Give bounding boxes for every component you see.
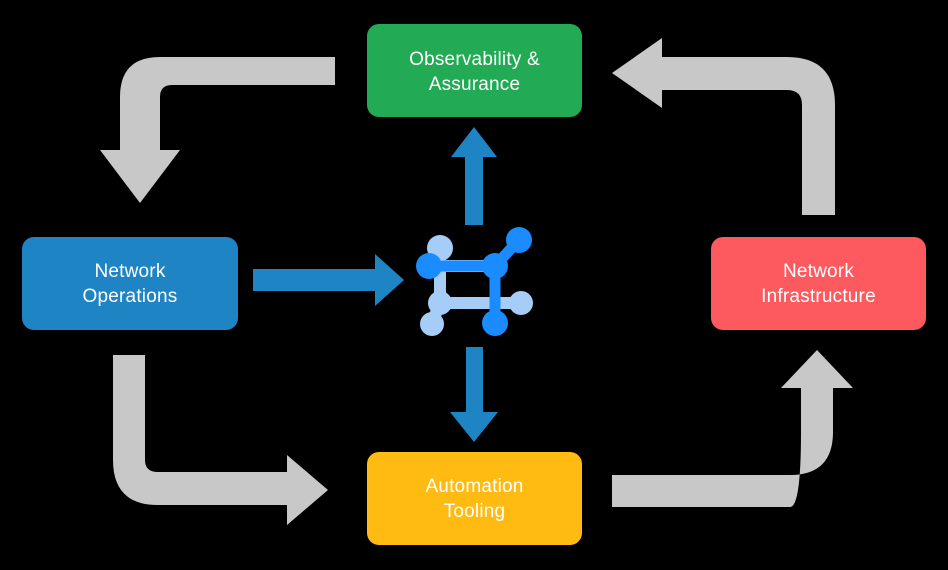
node-observability-assurance[interactable]: Observability & Assurance: [367, 24, 582, 117]
node-label-infrastructure-line1: Network: [783, 261, 854, 282]
node-label-infrastructure-line2: Infrastructure: [761, 286, 876, 307]
node-label-observability-line1: Observability &: [409, 49, 540, 70]
network-topology-icon: [416, 227, 533, 336]
node-network-operations[interactable]: Network Operations: [22, 237, 238, 330]
node-automation-tooling[interactable]: Automation Tooling: [367, 452, 582, 545]
arrow-center-to-automation: [450, 347, 498, 442]
node-label-observability-line2: Assurance: [429, 74, 521, 95]
arrow-automation-to-infrastructure: [612, 350, 853, 507]
node-network-infrastructure[interactable]: Network Infrastructure: [711, 237, 926, 330]
node-label-operations-line1: Network: [94, 261, 165, 282]
node-label-automation-line2: Tooling: [444, 501, 506, 522]
arrow-center-to-observability: [451, 127, 497, 225]
arrow-infrastructure-to-observability: [612, 38, 835, 215]
arrow-observability-to-operations: [100, 57, 335, 203]
arrow-operations-to-center: [253, 254, 404, 306]
node-label-operations-line2: Operations: [83, 286, 178, 307]
node-label-automation-line1: Automation: [425, 476, 523, 497]
arrow-operations-to-automation: [113, 355, 328, 525]
